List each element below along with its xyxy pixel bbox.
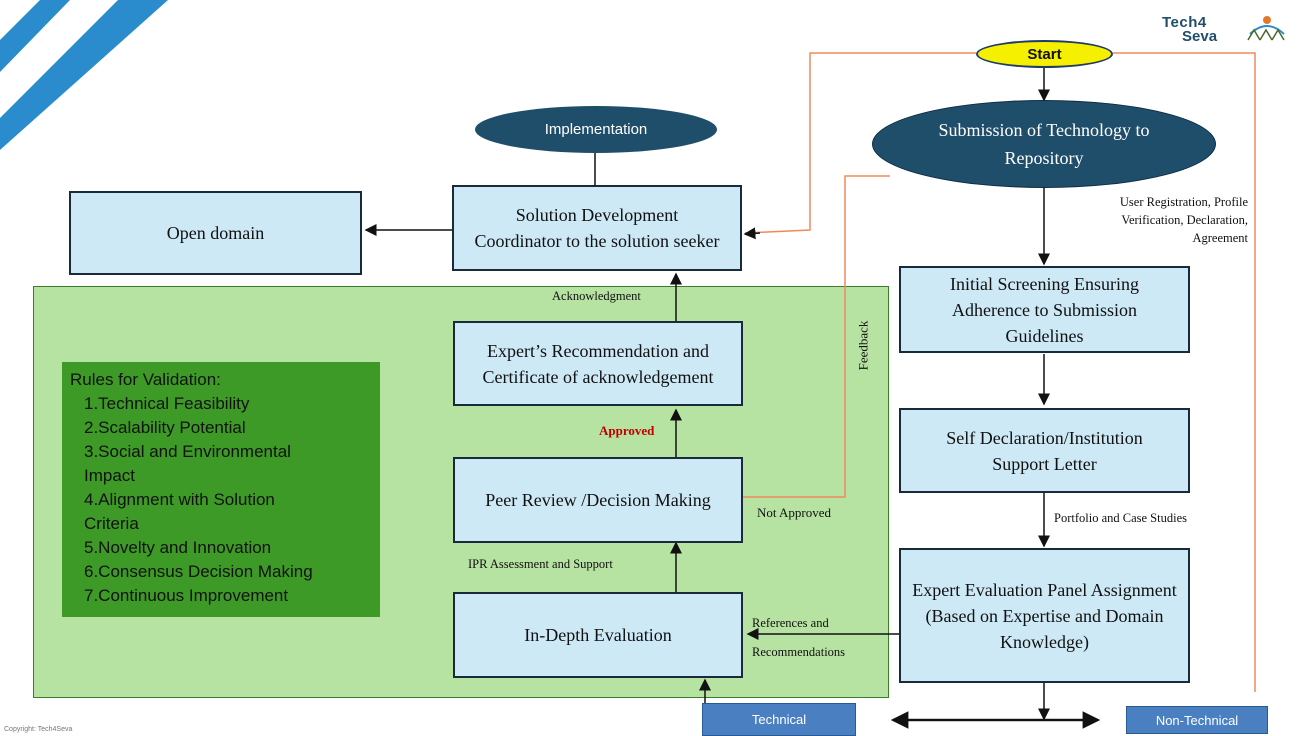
peer-review-label: Peer Review /Decision Making bbox=[485, 490, 711, 510]
references-label-line1: References and bbox=[752, 616, 829, 630]
user-registration-label: User Registration, Profile Verification,… bbox=[1119, 195, 1248, 245]
acknowledgment-label: Acknowledgment bbox=[552, 289, 641, 303]
references-label-line2: Recommendations bbox=[752, 645, 846, 659]
in-depth-evaluation-label: In-Depth Evaluation bbox=[524, 625, 672, 645]
rules-item: 2.Scalability Potential bbox=[84, 418, 246, 437]
expert-recommendation-label: Expert’s Recommendation and Certificate … bbox=[482, 340, 714, 387]
rules-item: 4.Alignment with Solution Criteria bbox=[84, 490, 275, 533]
ipr-label: IPR Assessment and Support bbox=[468, 557, 613, 571]
technical-tag: Technical bbox=[702, 703, 856, 736]
copyright-text: Copyright: Tech4Seva bbox=[4, 726, 73, 733]
initial-screening-label: Initial Screening Ensuring Adherence to … bbox=[950, 273, 1139, 346]
submission-label: Submission of Technology to Repository bbox=[938, 120, 1150, 168]
open-domain-node: Open domain bbox=[69, 191, 362, 275]
initial-screening-node: Initial Screening Ensuring Adherence to … bbox=[899, 266, 1190, 353]
rules-title: Rules for Validation: bbox=[70, 370, 221, 389]
self-declaration-node: Self Declaration/Institution Support Let… bbox=[899, 408, 1190, 493]
expert-recommendation-node: Expert’s Recommendation and Certificate … bbox=[453, 321, 743, 406]
rules-item: 1.Technical Feasibility bbox=[84, 394, 250, 413]
solution-development-node: Solution Development Coordinator to the … bbox=[452, 185, 742, 271]
expert-evaluation-label: Expert Evaluation Panel Assignment (Base… bbox=[912, 579, 1177, 652]
submission-node: Submission of Technology to Repository bbox=[872, 100, 1216, 188]
rules-item: 6.Consensus Decision Making bbox=[84, 562, 313, 581]
logo-text-line1: Tech4 bbox=[1162, 14, 1207, 31]
approved-label: Approved bbox=[599, 423, 655, 438]
corner-stripes-decoration bbox=[0, 0, 168, 150]
implementation-label: Implementation bbox=[544, 121, 648, 138]
implementation-node: Implementation bbox=[475, 106, 717, 153]
technical-label: Technical bbox=[751, 712, 807, 727]
not-approved-label: Not Approved bbox=[757, 505, 832, 520]
in-depth-evaluation-node: In-Depth Evaluation bbox=[453, 592, 743, 678]
non-technical-tag: Non-Technical bbox=[1126, 706, 1268, 734]
expert-evaluation-node: Expert Evaluation Panel Assignment (Base… bbox=[899, 548, 1190, 683]
non-technical-label: Non-Technical bbox=[1155, 712, 1239, 728]
rules-item: 5.Novelty and Innovation bbox=[84, 538, 272, 557]
peer-review-node: Peer Review /Decision Making bbox=[453, 457, 743, 543]
solution-development-label: Solution Development Coordinator to the … bbox=[474, 205, 720, 251]
start-label: Start bbox=[1027, 45, 1062, 63]
rules-item: 7.Continuous Improvement bbox=[84, 586, 289, 605]
logo-text-line2: Seva bbox=[1182, 28, 1218, 45]
start-node: Start bbox=[976, 40, 1113, 68]
rules-panel: Rules for Validation: 1.Technical Feasib… bbox=[62, 362, 380, 617]
logo-figures-icon bbox=[1247, 16, 1285, 41]
rules-item: 3.Social and Environmental Impact bbox=[84, 442, 291, 485]
portfolio-label: Portfolio and Case Studies bbox=[1054, 511, 1187, 525]
feedback-label: Feedback bbox=[855, 320, 871, 371]
tech4seva-logo: Tech4 Seva bbox=[1162, 14, 1292, 52]
self-declaration-label: Self Declaration/Institution Support Let… bbox=[946, 427, 1143, 474]
open-domain-label: Open domain bbox=[166, 223, 265, 243]
